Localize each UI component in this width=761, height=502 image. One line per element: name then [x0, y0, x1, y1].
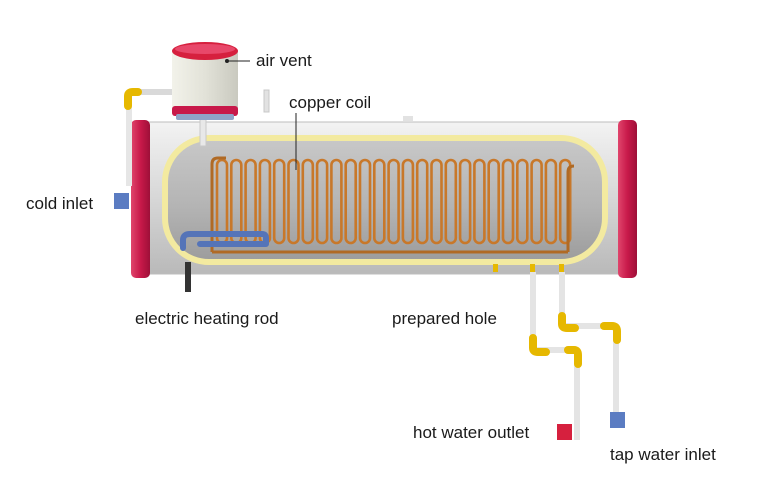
tap-inlet-port — [559, 264, 564, 272]
coil-loop — [458, 158, 472, 245]
coil-loop — [301, 158, 315, 245]
coil-feed-tube — [210, 156, 226, 252]
coil-loop — [401, 158, 415, 245]
brass-elbow — [529, 334, 550, 356]
cold-inlet-marker — [114, 193, 129, 209]
air-vent-body — [172, 48, 238, 114]
coil-loop — [444, 158, 458, 245]
prepared-hole — [493, 264, 498, 272]
air-vent-pipe — [199, 115, 207, 147]
coil-loop — [387, 158, 400, 245]
left-end-cap — [131, 120, 150, 278]
hot-outlet-port — [530, 264, 535, 272]
coil-loop — [530, 158, 543, 245]
brass-elbow — [564, 346, 582, 368]
coil-loop — [558, 158, 572, 245]
prepared-hole-label: prepared hole — [392, 309, 497, 328]
air-vent-leader-dot — [225, 59, 229, 63]
electric-heating-rod-label: electric heating rod — [135, 309, 279, 328]
hot-water-outlet-marker — [557, 424, 572, 440]
coil-loop — [358, 158, 372, 245]
coil-loop — [415, 158, 429, 245]
top-stub — [263, 89, 270, 113]
air-vent-bottom-cap — [172, 106, 238, 116]
air-vent-label: air vent — [256, 51, 312, 70]
coil-loop — [515, 158, 529, 245]
coil-loop — [430, 158, 443, 245]
tap-water-inlet-pipe — [559, 272, 619, 412]
brass-elbow — [124, 88, 142, 110]
air-vent-top-cap-rim — [175, 44, 235, 54]
brass-elbow — [558, 312, 579, 332]
top-stub — [403, 116, 413, 121]
coil-loop — [272, 158, 286, 245]
coil-loop — [473, 158, 486, 245]
coil-loop — [287, 158, 300, 245]
brass-elbow — [600, 322, 621, 344]
hot-water-outlet-label: hot water outlet — [413, 423, 530, 442]
coil-loop — [544, 158, 558, 245]
copper-coil-label: copper coil — [289, 93, 372, 112]
hot-water-outlet-pipe — [530, 272, 580, 440]
right-end-cap — [618, 120, 637, 278]
copper-coil — [210, 156, 575, 252]
tap-water-inlet-marker — [610, 412, 625, 428]
cold-inlet-label: cold inlet — [26, 194, 94, 213]
coil-loop — [330, 158, 343, 245]
coil-loop — [372, 158, 386, 245]
coil-return-tube — [566, 164, 575, 252]
electric-heating-rod — [180, 231, 269, 251]
coil-loop — [315, 158, 329, 245]
coil-loop — [344, 158, 358, 245]
tap-water-inlet-label: tap water inlet — [610, 445, 716, 464]
coil-loop — [487, 158, 501, 245]
air-vent-base — [176, 114, 234, 120]
coil-loop — [501, 158, 515, 245]
